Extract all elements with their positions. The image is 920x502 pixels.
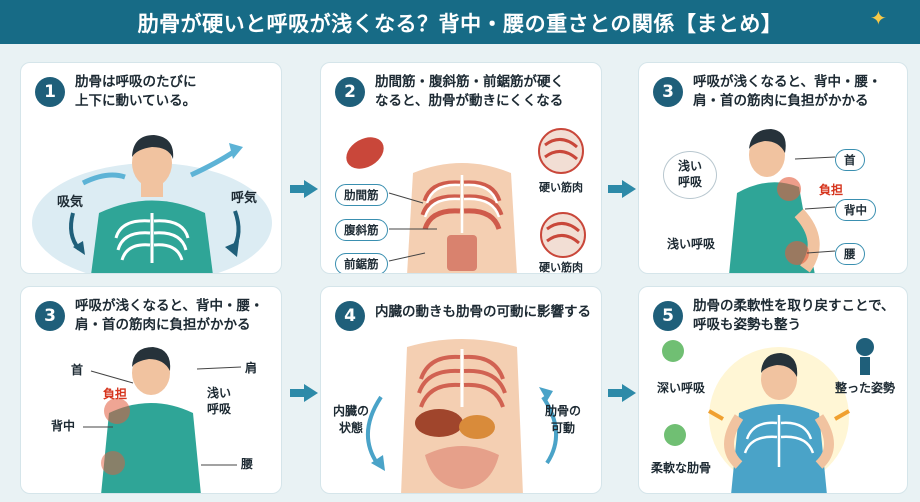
serratus-label: 前鋸筋 [335,253,388,273]
step-caption: 肋骨の柔軟性を取り戻すことで、 呼吸も姿勢も整う [693,297,895,335]
waist-label: 腰 [241,457,254,471]
step-number: 4 [335,301,365,331]
shallow-breath-label: 浅い 呼吸 [207,386,232,416]
step-number: 2 [335,77,365,107]
organs-ribcage-illustration [365,339,559,493]
step-number: 5 [653,301,683,331]
caption-line: 呼吸が浅くなると、背中・腰・ [693,74,882,90]
stiff-muscle-label: 硬い筋肉 [539,181,583,194]
step-caption: 肋間筋・腹斜筋・前鋸筋が硬く なると、肋骨が動きにくくなる [375,73,564,111]
step-caption: 肋骨は呼吸のたびに 上下に動いている。 [75,73,197,111]
rib-mobility-label: 肋骨の 可動 [545,404,582,435]
step-3b-panel: 3 呼吸が浅くなると、背中・腰・ 肩・首の筋肉に負担がかかる 首 負担 肩 浅い… [20,286,282,494]
healthy-figure [662,338,874,493]
organ-state-label: 内臓の 状態 [333,404,370,435]
flow-arrow [290,384,318,402]
step-1-panel: 1 肋骨は呼吸のたびに 上下に動いている。 吸気 呼気 [20,62,282,274]
neck-label: 首 [835,149,865,171]
tired-figure [83,347,242,493]
shallow-breath-bubble: 浅い 呼吸 [663,151,717,199]
oblique-label: 腹斜筋 [335,219,388,241]
step-4-panel: 4 内臓の動きも肋骨の可動に影響する 内臓の 状態 肋骨の 可動 [320,286,602,494]
sparkle-icon: ✦ [870,6,887,30]
ribcage-muscles-illustration [346,128,586,273]
caption-line: なると、肋骨が動きにくくなる [375,93,564,109]
burden-label: 負担 [103,387,128,401]
caption-line: 上下に動いている。 [75,93,197,109]
caption-line: 肩・首の筋肉に負担がかかる [693,93,869,109]
exhale-label: 呼気 [231,191,258,206]
strained-figure [729,129,836,273]
caption-line: 肋骨の柔軟性を取り戻すことで、 [693,298,895,314]
flow-arrow [290,180,318,198]
flow-arrow [608,180,636,198]
step-caption: 呼吸が浅くなると、背中・腰・ 肩・首の筋肉に負担がかかる [693,73,881,111]
inhale-label: 吸気 [57,195,84,210]
stiff-muscle-label: 硬い筋肉 [539,261,583,274]
step-number: 3 [35,301,65,331]
caption-line: 呼吸が浅くなると、背中・腰・ [75,298,264,314]
step-number: 3 [653,77,683,107]
intercostal-label: 肋間筋 [335,184,388,206]
shallow-breath-label: 浅い呼吸 [667,237,716,251]
page-title: 肋骨が硬いと呼吸が浅くなる？背中・腰の重さとの関係【まとめ】 [137,12,783,36]
caption-line: 肋骨は呼吸のたびに [75,74,197,90]
caption-line: 肋間筋・腹斜筋・前鋸筋が硬く [375,74,564,90]
shoulder-label: 肩 [245,361,258,375]
neck-label: 首 [71,363,84,377]
breathing-figure [32,135,272,273]
caption-line: 内臓の動きも肋骨の可動に影響する [375,304,591,320]
step-2-panel: 2 肋間筋・腹斜筋・前鋸筋が硬く なると、肋骨が動きにくくなる 肋間筋 腹斜筋 … [320,62,602,274]
deep-breath-label: 深い呼吸 [657,381,706,395]
caption-line: 呼吸も姿勢も整う [693,317,801,333]
caption-line: 肩・首の筋肉に負担がかかる [75,317,251,333]
title-banner: 肋骨が硬いと呼吸が浅くなる？背中・腰の重さとの関係【まとめ】 [0,0,920,44]
step-caption: 内臓の動きも肋骨の可動に影響する [375,303,591,322]
waist-label: 腰 [835,243,865,265]
burden-label: 負担 [819,183,844,197]
step-number: 1 [35,77,65,107]
flexible-ribs-label: 柔軟な肋骨 [651,461,712,475]
back-label: 背中 [51,419,76,433]
flow-arrow [608,384,636,402]
back-label: 背中 [835,199,876,221]
good-posture-label: 整った姿勢 [835,381,896,395]
step-caption: 呼吸が浅くなると、背中・腰・ 肩・首の筋肉に負担がかかる [75,297,263,335]
step-5-panel: 5 肋骨の柔軟性を取り戻すことで、 呼吸も姿勢も整う 深い呼吸 整った姿勢 柔軟… [638,286,908,494]
step-3-panel: 3 呼吸が浅くなると、背中・腰・ 肩・首の筋肉に負担がかかる 浅い 呼吸 浅い呼… [638,62,908,274]
